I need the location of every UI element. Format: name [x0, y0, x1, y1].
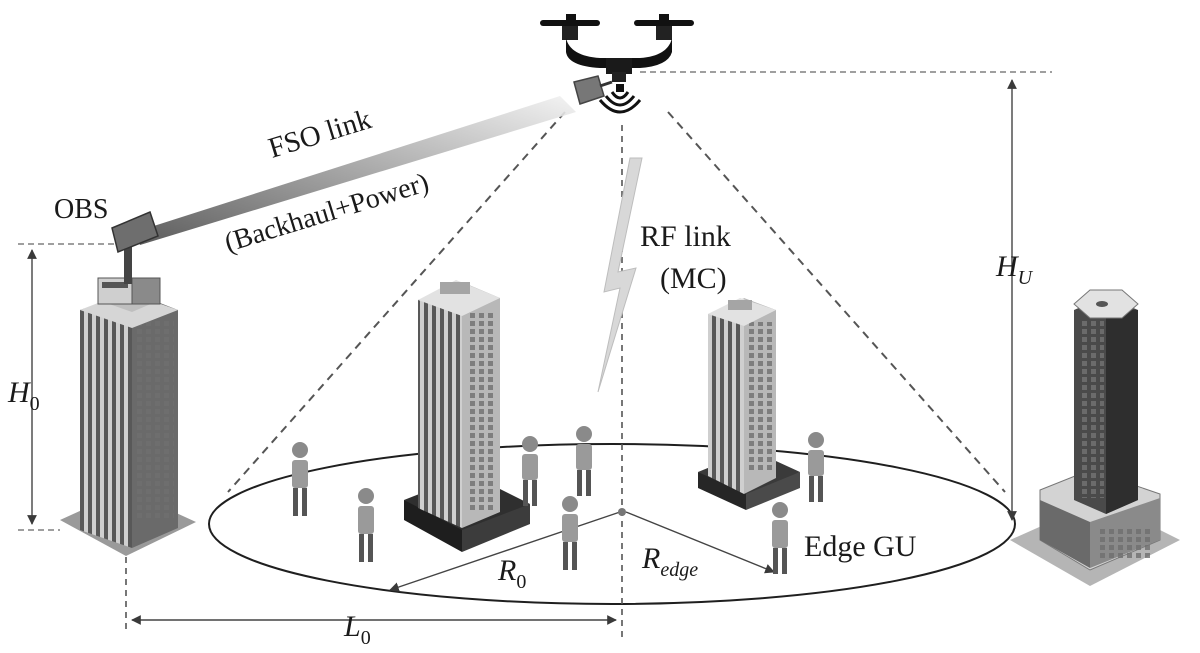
obs-label: OBS [54, 194, 108, 225]
center-left-building-skyscraper-icon [404, 280, 530, 552]
ground-user-icon [808, 432, 824, 502]
rf-link-sublabel: (MC) [660, 262, 727, 295]
edge-gu-label: Edge GU [804, 530, 917, 563]
obs-building-skyscraper-icon [60, 277, 196, 556]
l0-symbol: L0 [343, 610, 371, 649]
fso-beam [135, 96, 576, 245]
coverage-area-ellipse [208, 443, 1016, 605]
right-tower-skyscraper-icon [1010, 289, 1180, 586]
ground-user-icon [358, 488, 374, 562]
ground-user-icon [522, 436, 538, 506]
hu-symbol: HU [995, 250, 1034, 289]
r0-symbol: R0 [497, 554, 526, 593]
edge-ground-user-icon [772, 502, 788, 574]
cone-edge-left [227, 111, 566, 493]
redge-radius-arrow [625, 511, 775, 574]
optical-terminal-icon [111, 210, 159, 284]
h0-symbol: H0 [7, 376, 40, 415]
ground-user-icon [562, 496, 578, 570]
r0-radius-arrow [389, 511, 621, 592]
ground-user-icon [292, 442, 308, 516]
cone-edge-right [667, 111, 1006, 493]
quadcopter-drone-icon [540, 14, 694, 114]
uav-optical-terminal-icon [573, 75, 613, 105]
fso-link-label: FSO link [265, 103, 376, 165]
ground-user-icon [576, 426, 592, 496]
lightning-bolt-icon [597, 157, 643, 393]
redge-symbol: Redge [641, 542, 698, 581]
center-right-building-skyscraper-icon [698, 298, 800, 510]
ellipse-center-dot [618, 508, 626, 516]
rf-link-label: RF link [640, 220, 731, 253]
